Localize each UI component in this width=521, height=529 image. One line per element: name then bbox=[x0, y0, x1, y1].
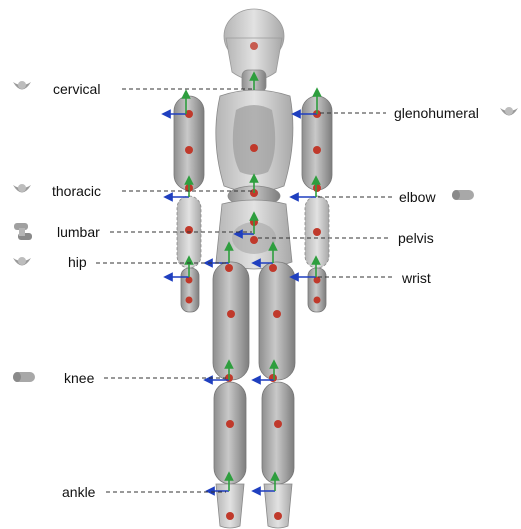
left-arm bbox=[174, 96, 204, 312]
left-leg bbox=[213, 262, 249, 528]
universal-joint-icon bbox=[12, 221, 34, 243]
label-glenohumeral: glenohumeral bbox=[394, 105, 479, 121]
label-hip: hip bbox=[68, 254, 87, 270]
ball-socket-icon bbox=[499, 105, 519, 121]
ball-socket-icon bbox=[12, 182, 32, 198]
label-cervical: cervical bbox=[53, 81, 100, 97]
chest bbox=[216, 90, 293, 192]
label-elbow: elbow bbox=[399, 189, 436, 205]
head bbox=[224, 9, 284, 80]
ball-socket-icon bbox=[12, 79, 32, 95]
label-knee: knee bbox=[64, 370, 94, 386]
label-thoracic: thoracic bbox=[52, 183, 101, 199]
label-ankle: ankle bbox=[62, 484, 95, 500]
hinge-icon bbox=[451, 189, 475, 201]
right-arm bbox=[302, 96, 332, 312]
label-wrist: wrist bbox=[402, 270, 431, 286]
label-lumbar: lumbar bbox=[57, 224, 100, 240]
label-pelvis: pelvis bbox=[398, 230, 434, 246]
right-leg bbox=[259, 262, 295, 528]
ball-socket-icon bbox=[12, 255, 32, 271]
hinge-icon bbox=[12, 371, 36, 383]
